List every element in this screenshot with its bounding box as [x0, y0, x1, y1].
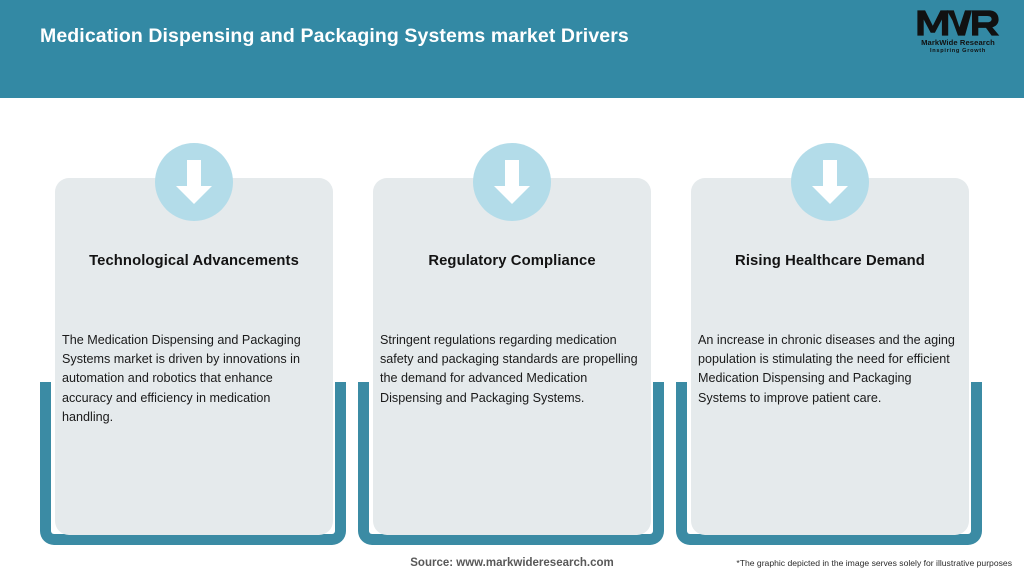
down-arrow-icon — [791, 143, 869, 221]
card-body-text: An increase in chronic diseases and the … — [698, 333, 955, 405]
card-surface — [55, 178, 333, 535]
disclaimer-note: *The graphic depicted in the image serve… — [736, 558, 1012, 568]
mwr-logo-mark — [917, 10, 1000, 36]
header-bar: Medication Dispensing and Packaging Syst… — [0, 0, 1024, 98]
card-heading: Regulatory Compliance — [428, 253, 596, 269]
down-arrow-icon — [473, 143, 551, 221]
card-frame-accent — [358, 382, 664, 545]
down-arrow-icon — [155, 143, 233, 221]
logo-company-name: MarkWide Research — [921, 38, 995, 47]
driver-card-2: Regulatory Compliance Stringent regulati… — [358, 0, 666, 576]
logo-tagline: Inspiring Growth — [930, 48, 986, 54]
card-body-text: The Medication Dispensing and Packaging … — [62, 333, 301, 424]
card-heading: Rising Healthcare Demand — [735, 253, 925, 269]
card-surface — [691, 178, 969, 535]
page-title: Medication Dispensing and Packaging Syst… — [40, 25, 629, 47]
company-logo: MarkWide Research Inspiring Growth — [910, 8, 1006, 60]
card-frame-accent — [676, 382, 982, 545]
card-frame-accent — [40, 382, 346, 545]
driver-card-1: Technological Advancements The Medicatio… — [40, 0, 348, 576]
card-heading: Technological Advancements — [89, 253, 299, 269]
driver-card-3: Rising Healthcare Demand An increase in … — [676, 0, 984, 576]
card-body-text: Stringent regulations regarding medicati… — [380, 333, 638, 405]
card-surface — [373, 178, 651, 535]
source-label: Source: www.markwideresearch.com — [410, 557, 614, 569]
